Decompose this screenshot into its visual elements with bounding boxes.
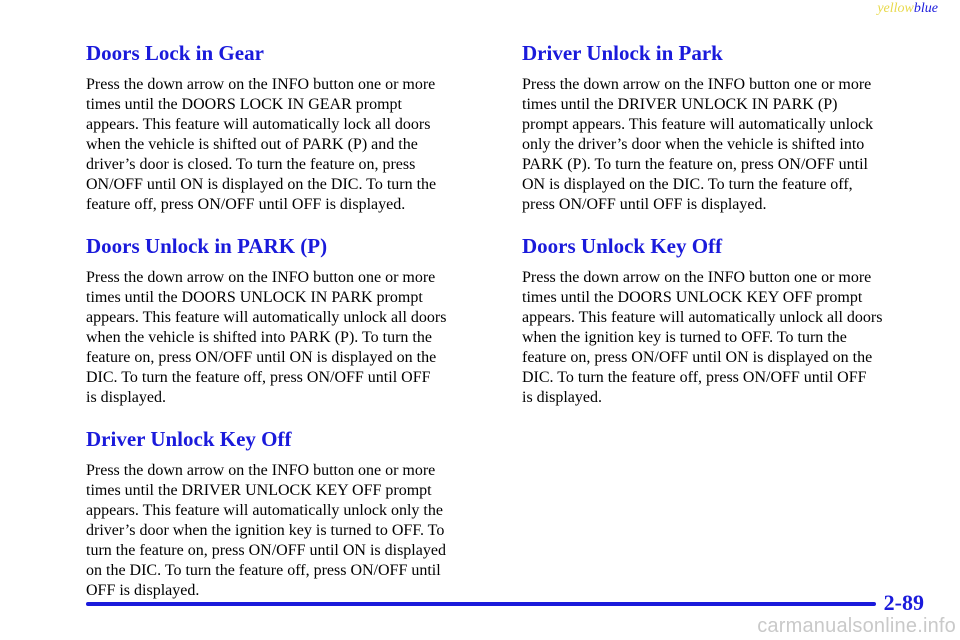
body-line: ON/OFF until ON is displayed on the DIC.…	[86, 176, 437, 193]
color-tag-blue: blue	[913, 1, 938, 16]
body-line: appears. This feature will automatically…	[86, 502, 443, 519]
body-line: Press the down arrow on the INFO button …	[522, 76, 872, 93]
body-line: prompt appears. This feature will automa…	[522, 116, 874, 133]
body-line: times until the DOORS UNLOCK KEY OFF pro…	[522, 289, 863, 306]
body-line: on the DIC. To turn the feature off, pre…	[86, 562, 441, 579]
body-line: only the driver’s door when the vehicle …	[522, 136, 865, 153]
color-tag: yellowblue	[877, 1, 938, 17]
right-column: Driver Unlock in Park Press the down arr…	[522, 40, 927, 426]
section-body: Press the down arrow on the INFO button …	[86, 268, 491, 408]
left-column: Doors Lock in Gear Press the down arrow …	[86, 40, 491, 619]
body-line: driver’s door is closed. To turn the fea…	[86, 156, 416, 173]
section-heading: Doors Unlock Key Off	[522, 234, 723, 258]
body-line: Press the down arrow on the INFO button …	[86, 76, 436, 93]
section-heading: Doors Unlock in PARK (P)	[86, 234, 328, 258]
section-heading: Driver Unlock in Park	[522, 41, 723, 65]
body-line: OFF is displayed.	[86, 582, 200, 599]
body-line: is displayed.	[86, 389, 166, 406]
body-line: feature on, press ON/OFF until ON is dis…	[86, 349, 437, 366]
body-line: appears. This feature will automatically…	[86, 116, 431, 133]
body-line: turn the feature on, press ON/OFF until …	[86, 542, 446, 559]
section-heading: Doors Lock in Gear	[86, 41, 264, 65]
section-driver-unlock-in-park: Driver Unlock in Park Press the down arr…	[522, 40, 927, 215]
section-doors-unlock-in-park: Doors Unlock in PARK (P) Press the down …	[86, 233, 491, 408]
body-line: feature off, press ON/OFF until OFF is d…	[86, 196, 406, 213]
section-doors-unlock-key-off: Doors Unlock Key Off Press the down arro…	[522, 233, 927, 408]
body-line: appears. This feature will automatically…	[522, 309, 883, 326]
body-line: PARK (P). To turn the feature on, press …	[522, 156, 868, 173]
body-line: times until the DOORS LOCK IN GEAR promp…	[86, 96, 402, 113]
body-line: Press the down arrow on the INFO button …	[522, 269, 872, 286]
watermark: carmanualsonline.info	[757, 615, 956, 637]
body-line: ON is displayed on the DIC. To turn the …	[522, 176, 853, 193]
body-line: times until the DRIVER UNLOCK IN PARK (P…	[522, 96, 838, 113]
section-doors-lock-in-gear: Doors Lock in Gear Press the down arrow …	[86, 40, 491, 215]
page-number: 2-89	[883, 590, 924, 615]
body-line: Press the down arrow on the INFO button …	[86, 462, 436, 479]
section-heading: Driver Unlock Key Off	[86, 427, 292, 451]
body-line: when the ignition key is turned to OFF. …	[522, 329, 847, 346]
body-line: appears. This feature will automatically…	[86, 309, 447, 326]
body-line: driver’s door when the ignition key is t…	[86, 522, 445, 539]
body-line: Press the down arrow on the INFO button …	[86, 269, 436, 286]
body-line: DIC. To turn the feature off, press ON/O…	[522, 369, 867, 386]
section-body: Press the down arrow on the INFO button …	[522, 268, 927, 408]
body-line: when the vehicle is shifted into PARK (P…	[86, 329, 432, 346]
footer-rule	[86, 602, 876, 606]
body-line: times until the DOORS UNLOCK IN PARK pro…	[86, 289, 423, 306]
body-line: is displayed.	[522, 389, 602, 406]
section-driver-unlock-key-off: Driver Unlock Key Off Press the down arr…	[86, 426, 491, 601]
body-line: when the vehicle is shifted out of PARK …	[86, 136, 418, 153]
section-body: Press the down arrow on the INFO button …	[86, 75, 491, 215]
color-tag-yellow: yellow	[877, 1, 914, 16]
body-line: DIC. To turn the feature off, press ON/O…	[86, 369, 431, 386]
section-body: Press the down arrow on the INFO button …	[86, 461, 491, 601]
body-line: press ON/OFF until OFF is displayed.	[522, 196, 767, 213]
section-body: Press the down arrow on the INFO button …	[522, 75, 927, 215]
body-line: times until the DRIVER UNLOCK KEY OFF pr…	[86, 482, 432, 499]
body-line: feature on, press ON/OFF until ON is dis…	[522, 349, 873, 366]
